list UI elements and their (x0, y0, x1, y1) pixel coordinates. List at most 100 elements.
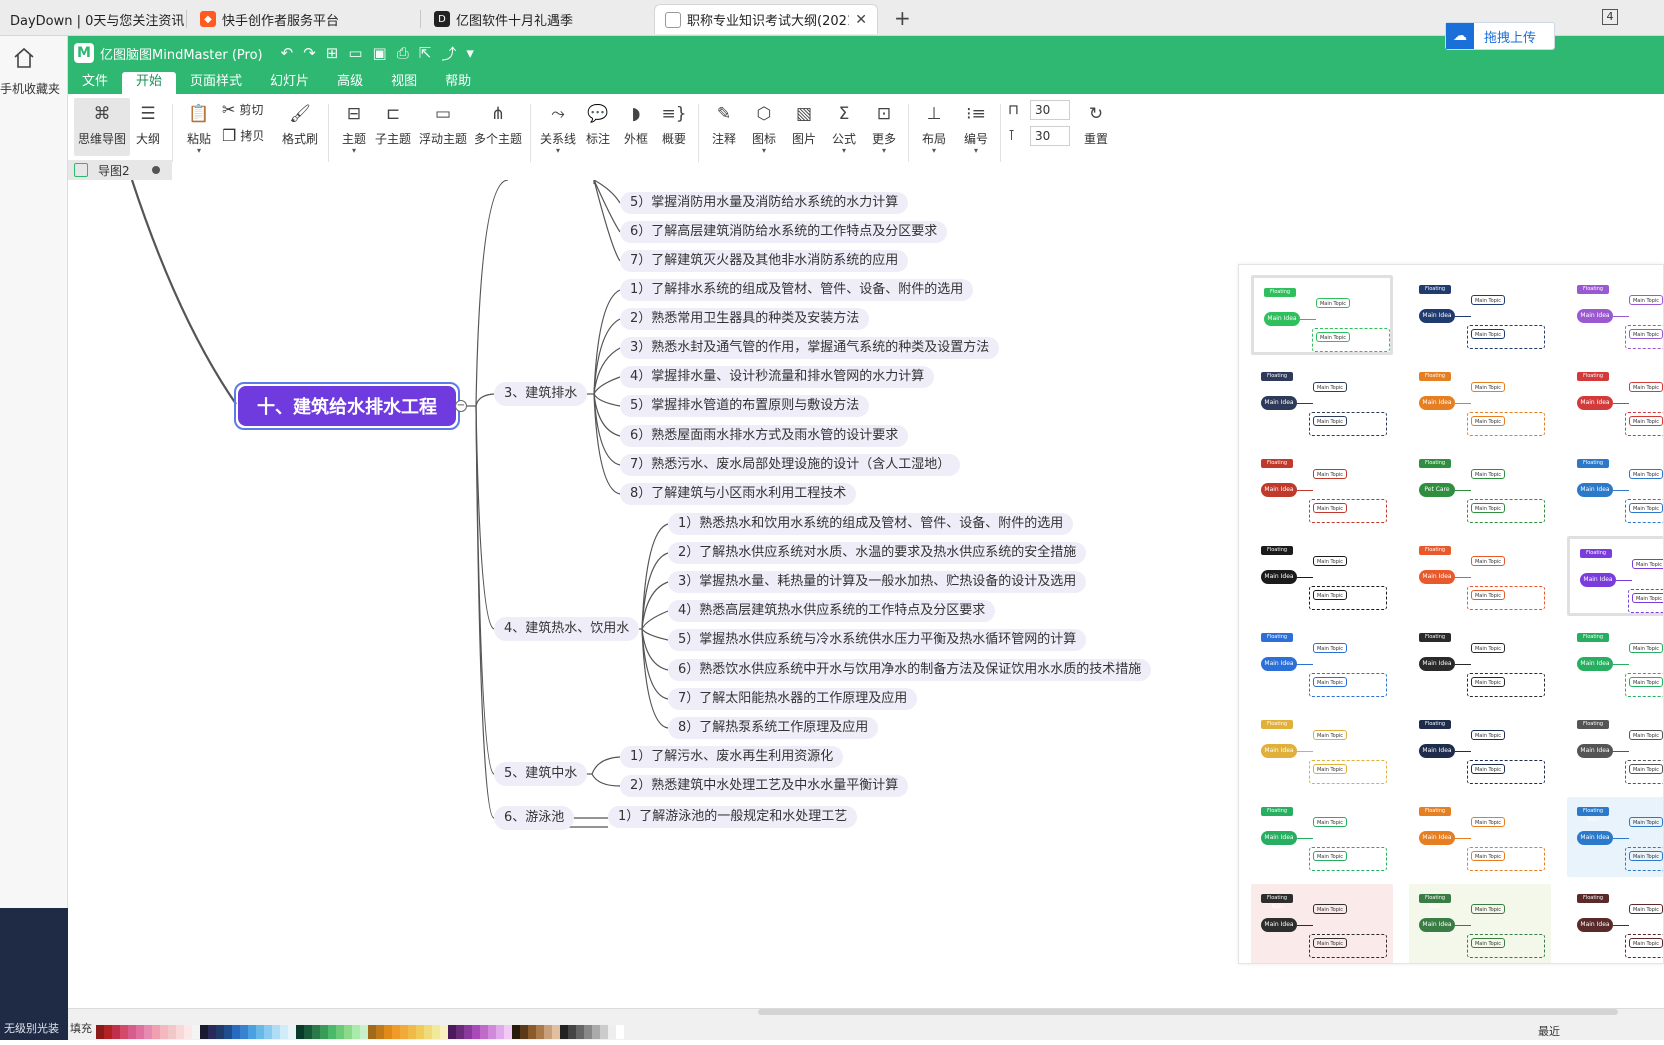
formula-button[interactable]: Σ 公式 ▾ (828, 98, 860, 156)
color-swatch[interactable] (464, 1025, 472, 1039)
color-swatch[interactable] (368, 1025, 376, 1039)
color-swatch[interactable] (168, 1025, 176, 1039)
color-swatch[interactable] (208, 1025, 216, 1039)
topic-item[interactable]: 1）了解游泳池的一般规定和水处理工艺 (608, 806, 858, 828)
topic-item[interactable]: 1）熟悉热水和饮用水系统的组成及管材、管件、设备、附件的选用 (668, 513, 1074, 535)
print-icon[interactable]: ⎙ (396, 44, 409, 62)
color-swatch[interactable] (392, 1025, 400, 1039)
color-swatch[interactable] (504, 1025, 512, 1039)
topic-item[interactable]: 6）熟悉饮水供应系统中开水与饮用净水的制备方法及保证饮用水水质的技术措施 (668, 659, 1152, 681)
color-swatch[interactable] (248, 1025, 256, 1039)
color-swatch[interactable] (496, 1025, 504, 1039)
topic-item[interactable]: 7）了解建筑灭火器及其他非水消防系统的应用 (620, 250, 909, 272)
color-swatch[interactable] (136, 1025, 144, 1039)
palette-scrollbar[interactable] (758, 1009, 1618, 1015)
color-swatch[interactable] (288, 1025, 296, 1039)
upload-button[interactable]: ☁ 拖拽上传 (1445, 22, 1555, 50)
menu-file[interactable]: 文件 (82, 74, 109, 89)
mindmap-canvas[interactable]: 5）掌握消防用水量及消防给水系统的水力计算 6）了解高层建筑消防给水系统的工作特… (68, 180, 1664, 1008)
topic-item[interactable]: 3）熟悉水封及通气管的作用，掌握通气系统的种类及设置方法 (620, 337, 1000, 359)
favorites-label[interactable]: 手机收藏夹 (0, 82, 61, 96)
multiple-topics-button[interactable]: ⋔ 多个主题 (472, 98, 524, 156)
color-swatch[interactable] (272, 1025, 280, 1039)
numbering-button[interactable]: ⁝≡ 编号 ▾ (960, 98, 992, 156)
reset-button[interactable]: ↻ 重置 (1080, 98, 1112, 156)
topic-item[interactable]: 2）了解热水供应系统对水质、水温的要求及热水供应系统的安全措施 (668, 542, 1087, 564)
open-icon[interactable]: ▭ (348, 44, 363, 62)
menu-slideshow[interactable]: 幻灯片 (270, 74, 310, 89)
picture-button[interactable]: ▧ 图片 (788, 98, 820, 156)
topic-item[interactable]: 1）了解排水系统的组成及管材、管件、设备、附件的选用 (620, 279, 974, 301)
topic-item[interactable]: 2）熟悉建筑中水处理工艺及中水水量平衡计算 (620, 775, 909, 797)
color-swatch[interactable] (184, 1025, 192, 1039)
browser-tab-daydown[interactable]: DayDown | 0天与您关注资讯 (0, 4, 186, 34)
color-swatch[interactable] (120, 1025, 128, 1039)
summary-button[interactable]: ≡} 概要 (658, 98, 690, 156)
color-swatch[interactable] (128, 1025, 136, 1039)
branch-drainage[interactable]: 3、建筑排水 (494, 382, 588, 406)
color-swatch[interactable] (144, 1025, 152, 1039)
color-swatch[interactable] (240, 1025, 248, 1039)
branch-reclaimed-water[interactable]: 5、建筑中水 (494, 762, 588, 786)
color-swatch[interactable] (264, 1025, 272, 1039)
note-button[interactable]: ✎ 注释 (708, 98, 740, 156)
color-swatch[interactable] (600, 1025, 608, 1039)
topic-item[interactable]: 4）熟悉高层建筑热水供应系统的工作特点及分区要求 (668, 600, 996, 622)
color-swatch[interactable] (512, 1025, 520, 1039)
color-swatch[interactable] (552, 1025, 560, 1039)
color-swatch[interactable] (160, 1025, 168, 1039)
color-swatch[interactable] (104, 1025, 112, 1039)
share-icon[interactable]: ⤴ (441, 44, 457, 63)
topic-item[interactable]: 7）熟悉污水、废水局部处理设施的设计（含人工湿地） (620, 454, 961, 476)
new-tab-button[interactable]: + (894, 6, 911, 30)
paste-button[interactable]: 📋 粘贴 ▾ (184, 98, 214, 156)
customize-icon[interactable]: ▾ (466, 44, 474, 62)
subtopic-button[interactable]: ⊏ 子主题 (374, 98, 412, 156)
color-swatch[interactable] (224, 1025, 232, 1039)
color-swatch[interactable] (528, 1025, 536, 1039)
redo-icon[interactable]: ↷ (303, 44, 316, 62)
icon-button[interactable]: ⬡ 图标 ▾ (748, 98, 780, 156)
cut-button[interactable]: ✂ 剪切 (222, 100, 263, 119)
color-swatch[interactable] (456, 1025, 464, 1039)
floating-topic-button[interactable]: ▭ 浮动主题 (418, 98, 468, 156)
color-swatch[interactable] (384, 1025, 392, 1039)
color-swatch[interactable] (584, 1025, 592, 1039)
collapse-toggle[interactable]: − (455, 400, 467, 412)
color-swatch[interactable] (96, 1025, 104, 1039)
color-swatch[interactable] (320, 1025, 328, 1039)
topic-item[interactable]: 3）掌握热水量、耗热量的计算及一般水加热、贮热设备的设计及选用 (668, 571, 1087, 593)
menu-view[interactable]: 视图 (391, 74, 418, 89)
color-swatch[interactable] (352, 1025, 360, 1039)
tab-count-badge[interactable]: 4 (1602, 9, 1618, 25)
color-swatch[interactable] (152, 1025, 160, 1039)
color-swatch[interactable] (608, 1025, 616, 1039)
color-swatch[interactable] (488, 1025, 496, 1039)
color-swatch[interactable] (560, 1025, 568, 1039)
color-swatch[interactable] (424, 1025, 432, 1039)
menu-page-style[interactable]: 页面样式 (190, 74, 243, 89)
color-swatch[interactable] (256, 1025, 264, 1039)
branch-hot-water[interactable]: 4、建筑热水、饮用水 (494, 617, 640, 641)
color-swatch[interactable] (304, 1025, 312, 1039)
color-swatch[interactable] (360, 1025, 368, 1039)
menu-help[interactable]: 帮助 (445, 74, 472, 89)
color-swatch[interactable] (216, 1025, 224, 1039)
undo-icon[interactable]: ↶ (280, 44, 294, 62)
topic-item[interactable]: 6）了解高层建筑消防给水系统的工作特点及分区要求 (620, 221, 948, 243)
color-swatch[interactable] (344, 1025, 352, 1039)
